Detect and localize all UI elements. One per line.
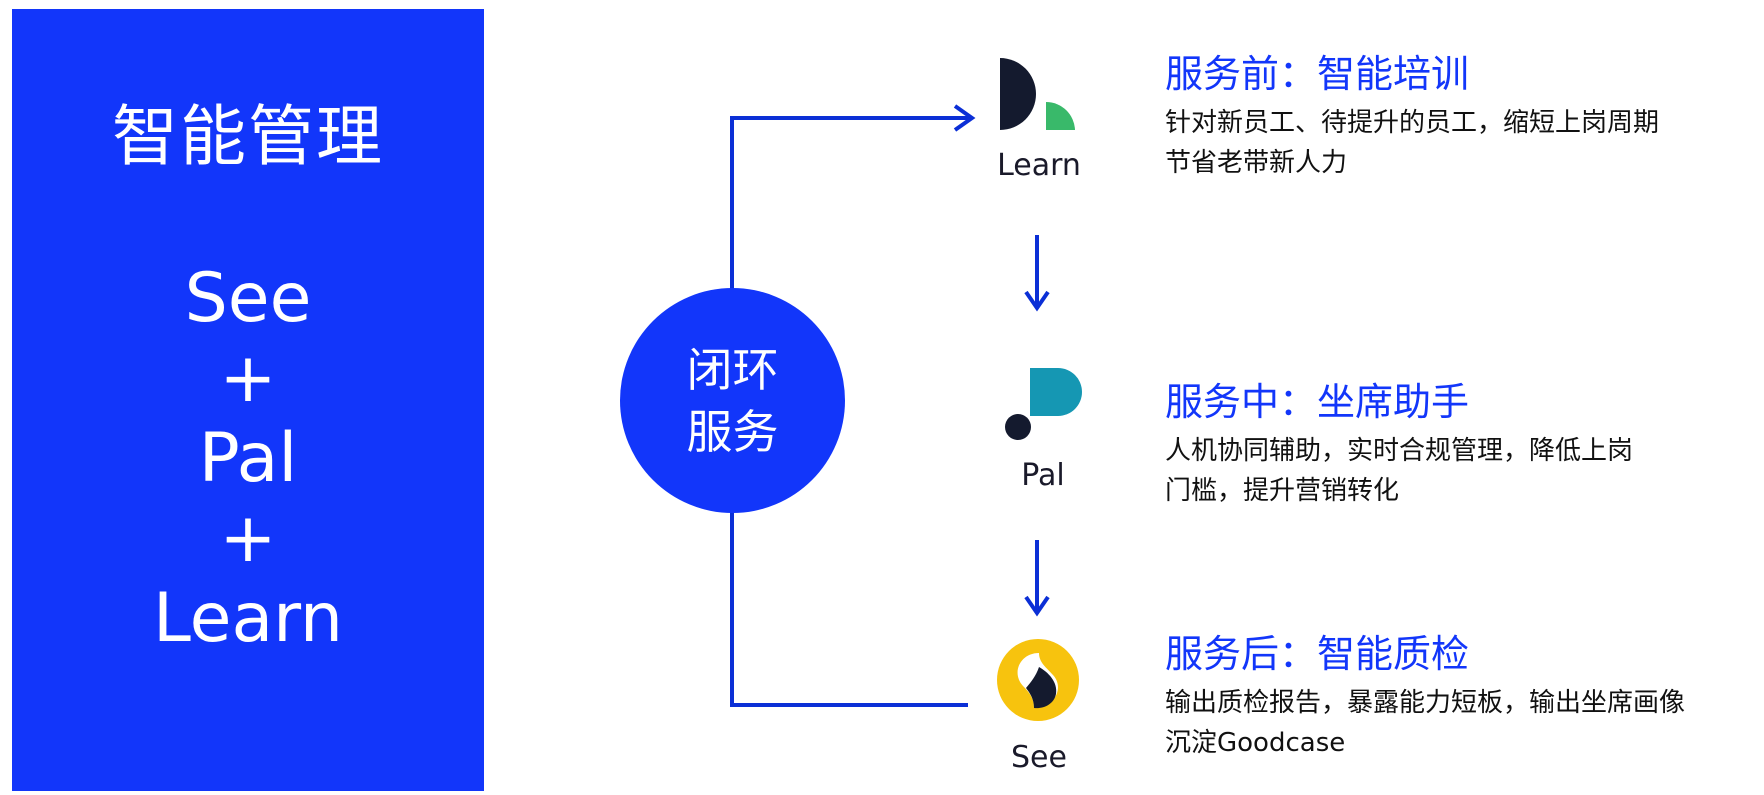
learn-label: Learn [997,148,1081,183]
step-during-service: 服务中：坐席助手 人机协同辅助，实时合规管理，降低上岗 门槛，提升营销转化 [1165,383,1755,511]
step-title: 服务前：智能培训 [1165,52,1470,96]
step-desc-line: 人机协同辅助，实时合规管理，降低上岗 [1165,436,1634,466]
pal-logo-icon [1005,368,1082,440]
pal-label: Pal [1021,458,1065,493]
see-logo-icon [997,639,1079,721]
stack-plus-2: + [219,499,277,578]
step-title: 服务中：坐席助手 [1165,380,1470,424]
step-desc-line: 输出质检报告，暴露能力短板，输出坐席画像 [1165,688,1686,718]
left-panel: 智能管理 See + Pal + Learn [12,9,484,791]
loop-arrowhead [953,104,976,132]
circle-line-1: 闭环 [686,342,779,397]
step-desc-line: 节省老带新人力 [1165,148,1348,178]
step-desc-line: 沉淀Goodcase [1165,728,1346,758]
learn-logo-icon [1000,58,1075,130]
product-stack: See + Pal + Learn [12,259,484,659]
see-label: See [1011,740,1067,775]
step-before-service: 服务前：智能培训 针对新员工、待提升的员工，缩短上岗周期 节省老带新人力 [1165,55,1755,183]
panel-title: 智能管理 [112,98,384,175]
step-after-service: 服务后：智能质检 输出质检报告，暴露能力短板，输出坐席画像 沉淀Goodcase [1165,635,1755,763]
loop-connector-bottom [730,511,968,707]
stack-item-pal: Pal [198,419,298,498]
step-desc-line: 针对新员工、待提升的员工，缩短上岗周期 [1165,108,1660,138]
stack-plus-1: + [219,339,277,418]
circle-line-2: 服务 [686,404,779,459]
loop-connector-top [730,116,972,290]
step-desc-line: 门槛，提升营销转化 [1165,476,1400,506]
stack-item-learn: Learn [152,579,344,658]
step-title: 服务后：智能质检 [1165,632,1470,676]
closed-loop-circle: 闭环 服务 [620,288,845,513]
stack-item-see: See [184,259,312,338]
